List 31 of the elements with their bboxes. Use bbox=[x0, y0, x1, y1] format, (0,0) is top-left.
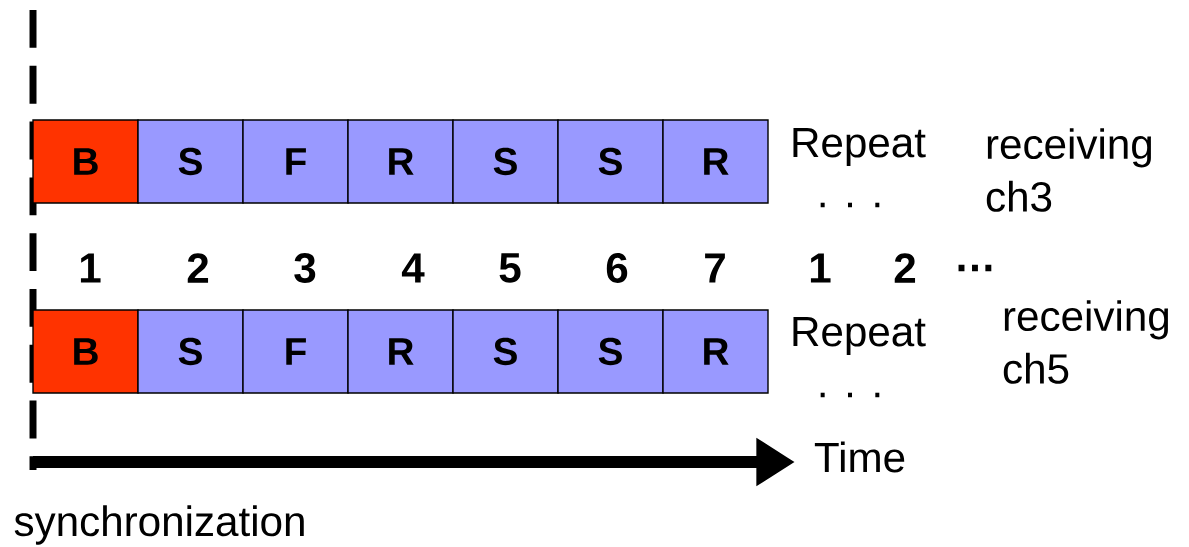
repeat-label: Repeat bbox=[793, 317, 926, 355]
slot-box: B bbox=[32, 309, 139, 394]
ellipsis-dots: . . . bbox=[820, 392, 880, 398]
slot-box: S bbox=[557, 119, 664, 204]
slot-number: 4 bbox=[401, 253, 425, 283]
slot-number: 5 bbox=[499, 253, 521, 283]
ellipsis-dots: . . . bbox=[820, 202, 880, 208]
slot-box: F bbox=[242, 309, 349, 394]
slot-number: 2 bbox=[894, 253, 916, 283]
slot-box: S bbox=[452, 309, 559, 394]
slot-number: 7 bbox=[705, 253, 725, 283]
slot-box: S bbox=[452, 119, 559, 204]
slot-number: 6 bbox=[606, 253, 628, 283]
slot-box: S bbox=[137, 119, 244, 204]
slot-box: R bbox=[662, 309, 769, 394]
channel-label: receiving ch3 bbox=[986, 128, 1151, 212]
slot-box: S bbox=[137, 309, 244, 394]
axis-label: synchronization bbox=[14, 505, 304, 545]
slot-box: R bbox=[662, 119, 769, 204]
slot-number: 1 bbox=[80, 253, 101, 283]
slot-box: R bbox=[347, 309, 454, 394]
slot-number: 1 bbox=[810, 253, 831, 283]
slot-box: R bbox=[347, 119, 454, 204]
slot-box: S bbox=[557, 309, 664, 394]
slot-number: 2 bbox=[187, 253, 209, 283]
slot-box: F bbox=[242, 119, 349, 204]
slot-number: 3 bbox=[294, 253, 316, 283]
axis-label: Time bbox=[814, 441, 905, 473]
ellipsis-dots: … bbox=[958, 264, 992, 272]
channel-label: receiving ch5 bbox=[1003, 300, 1168, 384]
slot-box: B bbox=[32, 119, 139, 204]
